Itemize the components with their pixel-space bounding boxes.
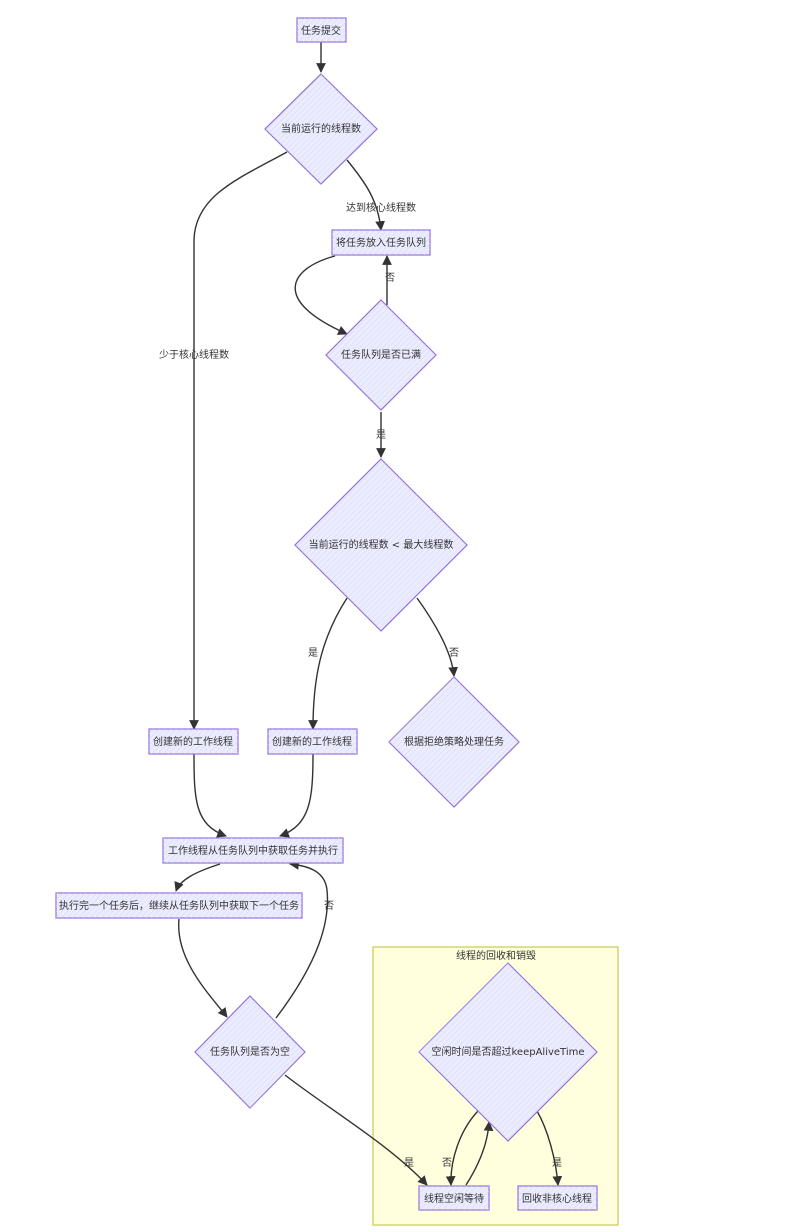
- edge-count-to-create-a: [189, 151, 288, 730]
- node-reject-label: 根据拒绝策略处理任务: [404, 735, 504, 748]
- edges: [174, 42, 563, 1186]
- edge-empty-to-idle: [284, 1074, 428, 1186]
- node-create-worker-a: 创建新的工作线程: [148, 728, 239, 755]
- edge-max-to-reject: [416, 597, 459, 677]
- edge-idle-to-idle-check: [445, 1110, 479, 1186]
- label-less-than-core: 少于核心线程数: [159, 348, 229, 361]
- node-idle-exceed: 空闲时间是否超过keepAliveTime: [418, 962, 598, 1142]
- label-idle-no: 否: [442, 1157, 452, 1169]
- label-empty-yes: 是: [404, 1157, 414, 1169]
- node-recycle: 回收非核心线程: [517, 1185, 598, 1211]
- node-put-queue-label: 将任务放入任务队列: [336, 236, 426, 249]
- edge-create-a-to-fetch: [193, 753, 227, 838]
- node-queue-full-label: 任务队列是否已满: [341, 348, 421, 361]
- edge-count-to-queue: [346, 159, 385, 231]
- node-queue-full: 任务队列是否已满: [325, 299, 437, 411]
- edge-queue-to-full: [294, 255, 348, 335]
- edge-create-b-to-fetch: [279, 753, 314, 838]
- edge-empty-to-fetch: [275, 860, 329, 1019]
- node-submit: 任务提交: [296, 17, 347, 43]
- label-full-yes: 是: [376, 429, 386, 441]
- node-after-task: 执行完一个任务后，继续从任务队列中获取下一个任务: [55, 892, 303, 919]
- label-max-yes: 是: [308, 647, 318, 659]
- node-idle-exceed-label: 空闲时间是否超过keepAliveTime: [431, 1045, 584, 1058]
- edge-after-to-empty: [178, 918, 228, 1018]
- edge-check-to-recycle: [536, 1110, 563, 1186]
- node-worker-fetch: 工作线程从任务队列中获取任务并执行: [162, 837, 344, 864]
- edge-max-to-create-b: [308, 597, 348, 730]
- node-running-count-label: 当前运行的线程数: [281, 122, 361, 135]
- node-thread-idle: 线程空闲等待: [418, 1185, 490, 1211]
- cluster-title: 线程的回收和销毁: [456, 949, 536, 962]
- node-reject: 根据拒绝策略处理任务: [388, 676, 520, 808]
- edge-idle-wait-to-check: [465, 1121, 494, 1186]
- node-put-queue: 将任务放入任务队列: [331, 229, 431, 256]
- node-queue-empty: 任务队列是否为空: [194, 995, 306, 1109]
- node-after-task-label: 执行完一个任务后，继续从任务队列中获取下一个任务: [59, 899, 299, 912]
- label-reached-core: 达到核心线程数: [346, 201, 416, 214]
- node-running-lt-max: 当前运行的线程数 < 最大线程数: [294, 458, 468, 632]
- node-create-worker-a-label: 创建新的工作线程: [153, 735, 233, 748]
- node-thread-idle-label: 线程空闲等待: [424, 1192, 484, 1205]
- node-queue-empty-label: 任务队列是否为空: [210, 1045, 290, 1058]
- node-submit-label: 任务提交: [301, 24, 341, 37]
- label-idle-yes: 是: [552, 1157, 562, 1169]
- node-running-count: 当前运行的线程数: [264, 73, 378, 185]
- edge-labels: 少于核心线程数 达到核心线程数 否 是 是 否 否 是 否 是: [159, 201, 562, 1169]
- node-create-worker-b-label: 创建新的工作线程: [272, 735, 352, 748]
- node-worker-fetch-label: 工作线程从任务队列中获取任务并执行: [168, 844, 338, 857]
- label-max-no: 否: [449, 647, 459, 659]
- node-create-worker-b: 创建新的工作线程: [267, 728, 358, 755]
- label-empty-no: 否: [324, 900, 334, 912]
- node-recycle-label: 回收非核心线程: [522, 1192, 592, 1205]
- edge-fetch-to-after: [174, 863, 221, 892]
- label-full-no: 否: [385, 272, 395, 284]
- node-running-lt-max-label: 当前运行的线程数 < 最大线程数: [309, 538, 454, 551]
